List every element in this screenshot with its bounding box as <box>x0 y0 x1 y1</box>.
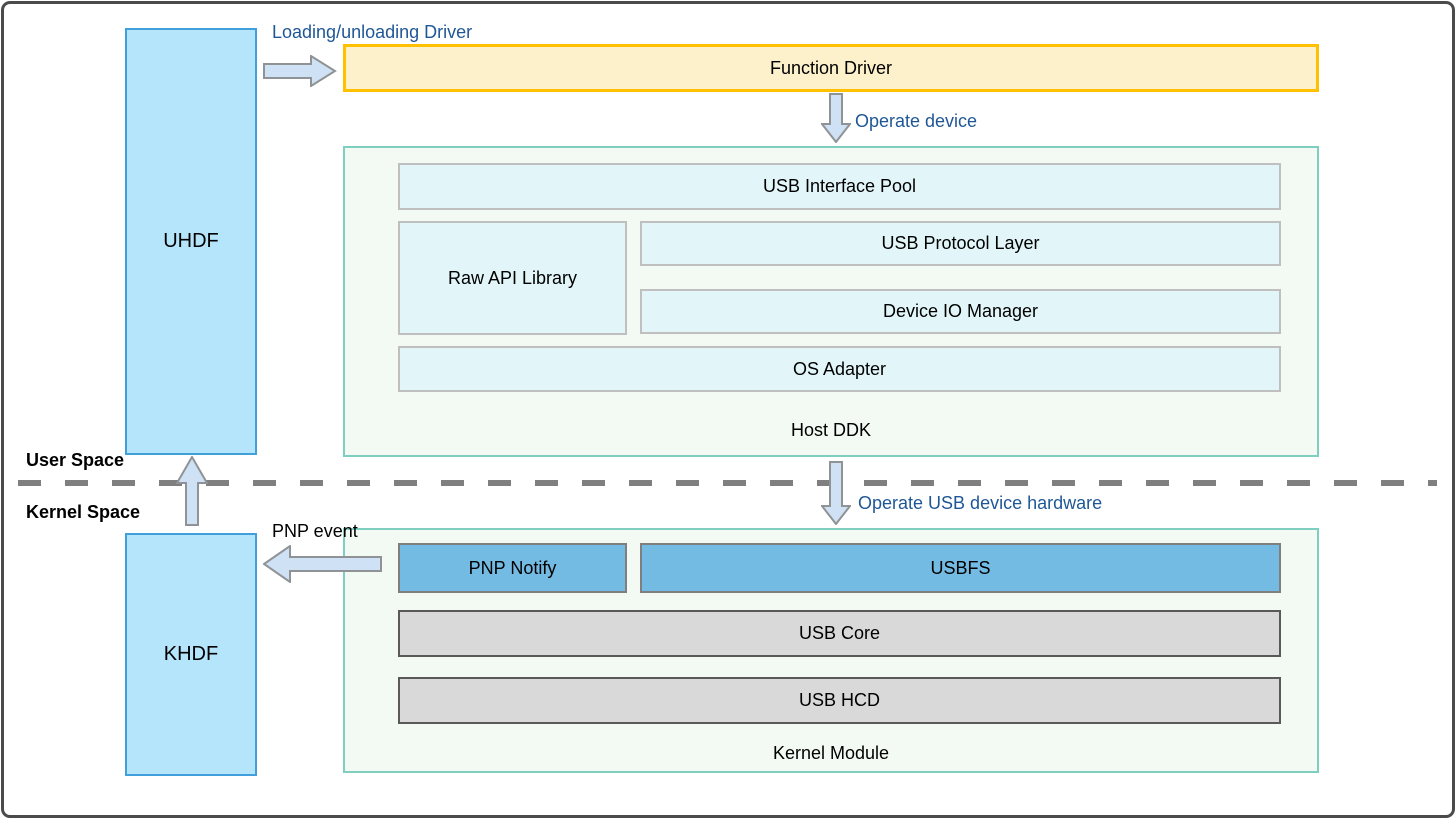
os-adapter-box: OS Adapter <box>398 346 1281 392</box>
usb-core-label: USB Core <box>798 623 881 643</box>
function-driver-label: Function Driver <box>769 57 893 78</box>
pnp-notify-box: PNP Notify <box>398 543 627 593</box>
arrow-down-operate-usb-icon <box>821 461 851 525</box>
operate-device-label: Operate device <box>855 111 978 131</box>
usb-hcd-box: USB HCD <box>398 677 1281 724</box>
khdf-label: KHDF <box>163 643 219 665</box>
os-adapter-label: OS Adapter <box>792 358 887 379</box>
usb-protocol-layer-box: USB Protocol Layer <box>640 221 1281 266</box>
arrow-down-operate-device-icon <box>821 93 851 143</box>
user-space-label: User Space <box>26 450 125 470</box>
kernel-space-label: Kernel Space <box>26 502 141 522</box>
khdf-box: KHDF <box>125 533 257 776</box>
host-ddk-title: Host DDK <box>790 420 871 440</box>
usb-interface-pool-box: USB Interface Pool <box>398 163 1281 210</box>
pnp-event-label: PNP event <box>272 521 358 541</box>
loading-unloading-driver-label: Loading/unloading Driver <box>272 22 473 42</box>
raw-api-library-box: Raw API Library <box>398 221 627 335</box>
usb-hcd-label: USB HCD <box>798 690 880 710</box>
uhdf-box: UHDF <box>125 28 257 455</box>
host-ddk-container: USB Interface Pool Raw API Library USB P… <box>343 146 1319 457</box>
pnp-notify-label: PNP Notify <box>468 557 557 578</box>
arrow-up-khdf-to-uhdf-icon <box>176 456 208 526</box>
function-driver-box: Function Driver <box>343 44 1319 92</box>
arrow-left-pnp-event-icon <box>263 545 382 583</box>
usbfs-label: USBFS <box>930 557 991 578</box>
kernel-module-container: PNP Notify USBFS USB Core USB HCD Kernel… <box>343 528 1319 773</box>
arrow-right-icon <box>263 55 337 87</box>
usb-core-box: USB Core <box>398 610 1281 657</box>
operate-usb-device-hardware-label: Operate USB device hardware <box>858 493 1103 513</box>
usb-interface-pool-label: USB Interface Pool <box>762 176 917 196</box>
usbfs-box: USBFS <box>640 543 1281 593</box>
device-io-manager-box: Device IO Manager <box>640 289 1281 334</box>
device-io-manager-label: Device IO Manager <box>882 301 1039 321</box>
usb-protocol-layer-label: USB Protocol Layer <box>881 233 1040 253</box>
user-kernel-divider-line <box>18 480 1437 486</box>
kernel-module-title: Kernel Module <box>772 743 890 763</box>
raw-api-library-label: Raw API Library <box>447 267 578 288</box>
uhdf-label: UHDF <box>163 230 219 252</box>
